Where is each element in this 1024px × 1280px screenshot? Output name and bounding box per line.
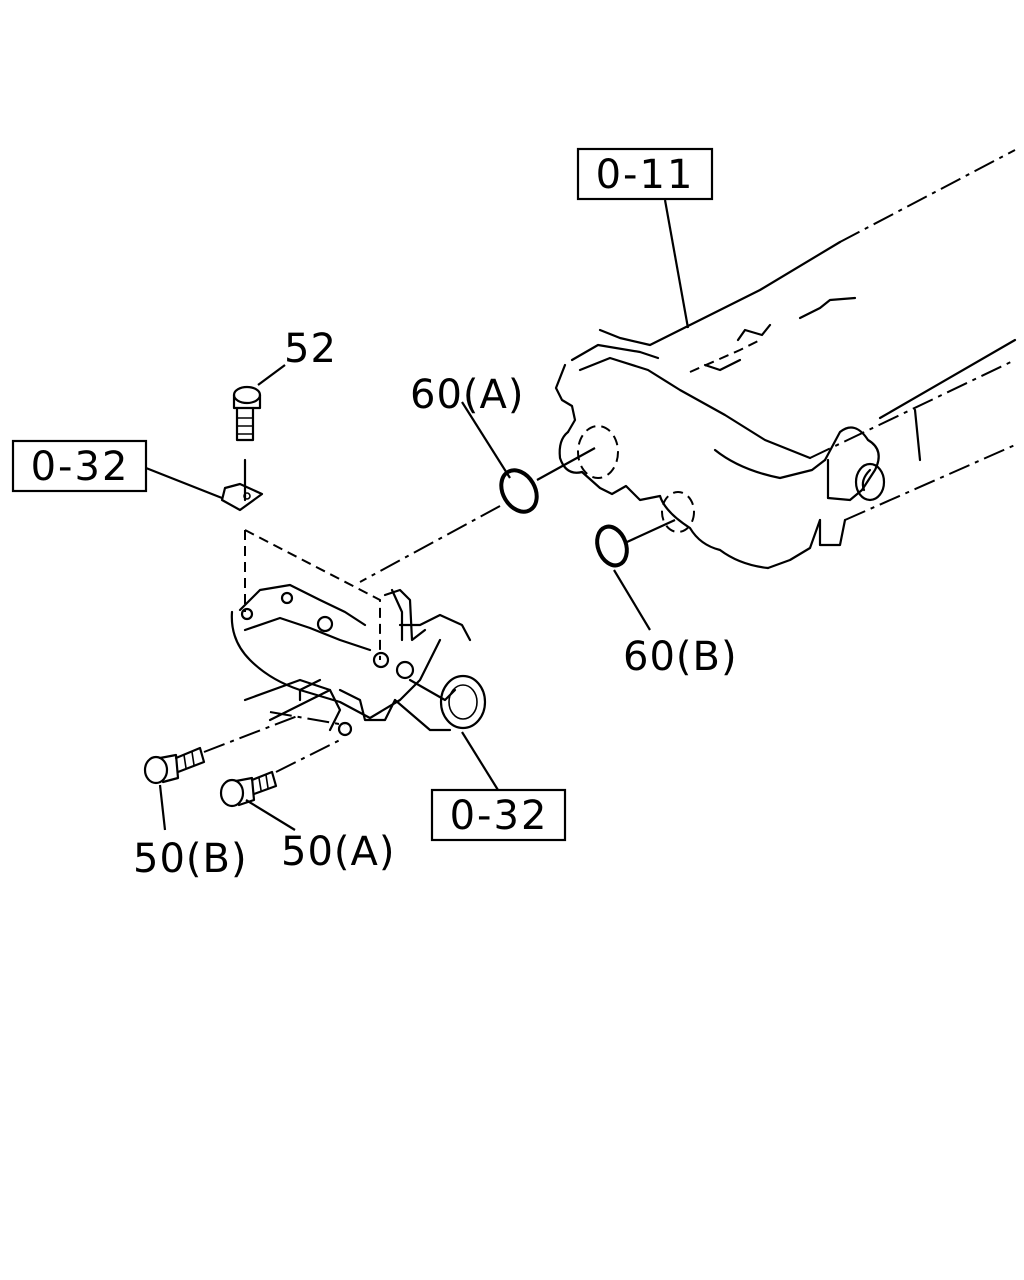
reference-label-0-32-left: 0-32 [31, 444, 130, 490]
reference-box-0-11: 0-11 [576, 147, 714, 201]
callout-50b: 50(B) [133, 836, 248, 882]
reference-label-0-11: 0-11 [596, 152, 695, 198]
o-ring-60b [595, 524, 629, 568]
callout-60a: 60(A) [410, 372, 524, 418]
bolt-52-drawing [220, 385, 264, 512]
callout-60b: 60(B) [623, 634, 738, 680]
o-ring-60a [499, 468, 539, 514]
bolt-50a-drawing [219, 739, 341, 808]
callout-52: 52 [284, 326, 337, 372]
reference-box-0-32-left: 0-32 [11, 439, 148, 493]
reference-label-0-32-bottom: 0-32 [450, 793, 549, 839]
bolt-50b-drawing [143, 714, 301, 785]
reference-box-0-32-bottom: 0-32 [430, 788, 567, 842]
housing-drawing [230, 529, 487, 737]
engine-block-drawing [554, 149, 1017, 570]
callout-50a: 50(A) [281, 829, 395, 875]
